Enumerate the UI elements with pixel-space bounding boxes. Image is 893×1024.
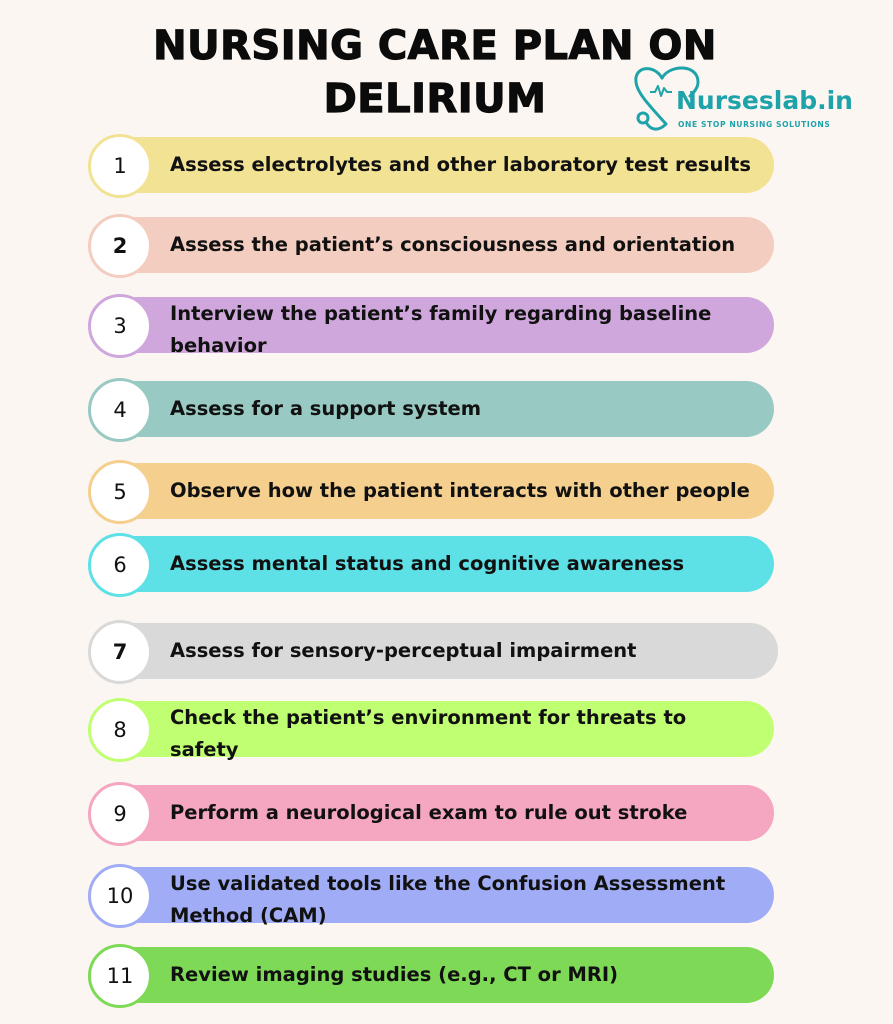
item-number-badge: 5 [88, 460, 152, 524]
item-number-badge: 7 [88, 620, 152, 684]
care-plan-item-10: Use validated tools like the Confusion A… [88, 864, 778, 928]
item-bar: Assess electrolytes and other laboratory… [120, 137, 774, 193]
care-plan-item-7: Assess for sensory-perceptual impairment… [88, 620, 778, 684]
care-plan-item-1: Assess electrolytes and other laboratory… [88, 134, 778, 198]
item-text: Assess the patient’s consciousness and o… [170, 233, 736, 256]
care-plan-item-2: Assess the patient’s consciousness and o… [88, 214, 778, 278]
item-text: Assess electrolytes and other laboratory… [170, 153, 751, 176]
nurseslab-logo: Nurseslab.in ONE STOP NURSING SOLUTIONS [632, 62, 853, 140]
item-number-badge: 11 [88, 944, 152, 1008]
care-plan-item-11: Review imaging studies (e.g., CT or MRI)… [88, 944, 778, 1008]
page-title: NURSING CARE PLAN ON DELIRIUM [130, 20, 740, 126]
item-text: Use validated tools like the Confusion A… [170, 872, 726, 927]
item-text: Assess for a support system [170, 397, 482, 420]
item-number-badge: 3 [88, 294, 152, 358]
item-text: Interview the patient’s family regarding… [170, 302, 712, 357]
title-line-2: DELIRIUM [323, 75, 547, 122]
item-text: Check the patient’s environment for thre… [170, 706, 687, 761]
item-number-badge: 8 [88, 698, 152, 762]
item-number-badge: 1 [88, 134, 152, 198]
item-bar: Assess mental status and cognitive aware… [120, 536, 774, 592]
item-text: Perform a neurological exam to rule out … [170, 801, 688, 824]
item-number-badge: 6 [88, 533, 152, 597]
heart-stethoscope-icon [634, 66, 700, 131]
care-plan-item-8: Check the patient’s environment for thre… [88, 698, 778, 762]
logo-tagline: ONE STOP NURSING SOLUTIONS [678, 120, 831, 129]
item-bar: Observe how the patient interacts with o… [120, 463, 774, 519]
care-plan-item-3: Interview the patient’s family regarding… [88, 294, 778, 358]
item-bar: Assess for sensory-perceptual impairment [120, 623, 778, 679]
item-text: Review imaging studies (e.g., CT or MRI) [170, 963, 619, 986]
care-plan-item-4: Assess for a support system 4 [88, 378, 778, 442]
item-number-badge: 2 [88, 214, 152, 278]
item-bar: Review imaging studies (e.g., CT or MRI) [120, 947, 774, 1003]
item-bar: Assess for a support system [120, 381, 774, 437]
item-number-badge: 4 [88, 378, 152, 442]
item-text: Assess for sensory-perceptual impairment [170, 639, 637, 662]
item-bar: Check the patient’s environment for thre… [120, 701, 774, 761]
item-number-badge: 10 [88, 864, 152, 928]
care-plan-item-5: Observe how the patient interacts with o… [88, 460, 778, 524]
care-plan-item-6: Assess mental status and cognitive aware… [88, 533, 778, 597]
title-line-1: NURSING CARE PLAN ON [153, 22, 717, 69]
item-bar: Perform a neurological exam to rule out … [120, 785, 774, 841]
item-bar: Assess the patient’s consciousness and o… [120, 217, 774, 273]
logo-name: Nurseslab.in [676, 86, 853, 115]
item-bar: Interview the patient’s family regarding… [120, 297, 774, 357]
item-text: Assess mental status and cognitive aware… [170, 552, 685, 575]
care-plan-item-9: Perform a neurological exam to rule out … [88, 782, 778, 846]
item-number-badge: 9 [88, 782, 152, 846]
item-bar: Use validated tools like the Confusion A… [120, 867, 774, 927]
item-text: Observe how the patient interacts with o… [170, 479, 750, 502]
